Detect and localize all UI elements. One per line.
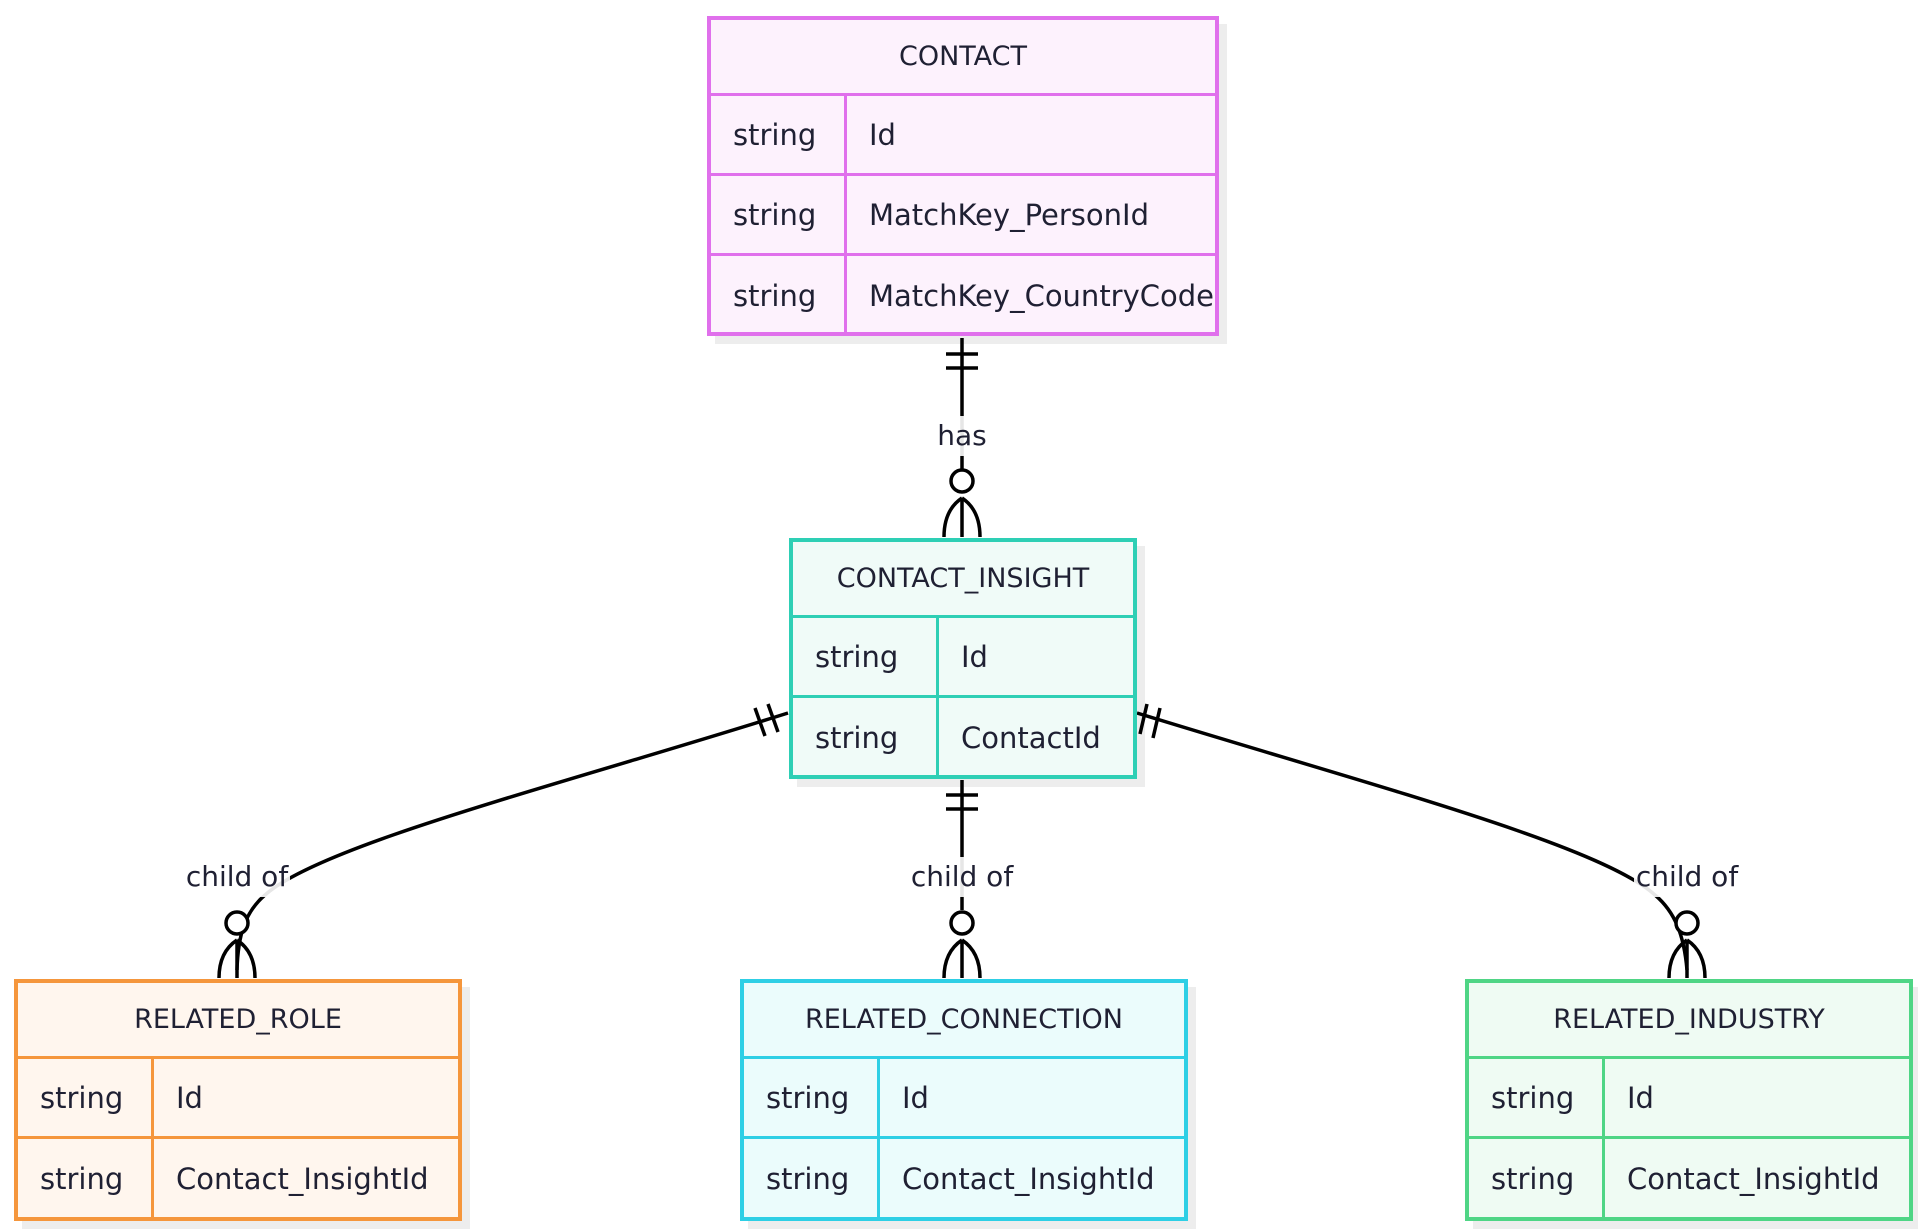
attribute-name: MatchKey_PersonId [869,197,1149,232]
attribute-row: string MatchKey_PersonId [711,176,1215,256]
relationship-child-of-industry: child of [1136,703,1740,979]
attribute-row: string Id [1469,1059,1909,1139]
attribute-name: Id [869,117,896,152]
relationship-line [1136,711,1689,971]
zero-marker-circle [224,910,250,936]
attribute-name: Id [176,1080,203,1115]
zero-marker-circle [1674,910,1700,936]
relationship-label: child of [186,860,290,893]
attribute-type: string [1469,1059,1605,1136]
attribute-name: Contact_InsightId [902,1162,1155,1196]
attribute-type: string [793,618,939,695]
attribute-type: string [18,1139,154,1219]
label-background [909,857,1015,897]
attribute-type: string [793,698,939,778]
attribute-name: Id [961,639,988,674]
attribute-type: string [744,1059,880,1136]
attribute-type: string [1469,1139,1605,1219]
relationship-child-of-role: child of [184,703,789,979]
attribute-row: string ContactId [793,698,1133,778]
attribute-type: string [711,96,847,173]
relationship-has: has [937,338,987,538]
attribute-name: MatchKey_CountryCode [869,279,1215,313]
attribute-row: string Id [711,96,1215,176]
zero-marker-circle [949,910,975,936]
attribute-row: string Id [744,1059,1184,1139]
many-marker-crowsfoot [942,496,982,538]
attribute-name: Contact_InsightId [176,1162,429,1196]
one-marker-bar [1138,703,1149,735]
attribute-row: string Contact_InsightId [744,1139,1184,1219]
relationship-label: child of [911,860,1015,893]
attribute-type: string [744,1139,880,1219]
attribute-name: Id [1627,1080,1654,1115]
relationship-label: child of [1636,860,1740,893]
entity-title: RELATED_CONNECTION [744,983,1184,1059]
attribute-row: string Contact_InsightId [1469,1139,1909,1219]
many-marker-crowsfoot [1667,938,1707,979]
attribute-row: string MatchKey_CountryCode [711,256,1215,336]
label-background [1634,857,1740,897]
label-background [937,416,987,456]
attribute-name: Contact_InsightId [1627,1162,1880,1196]
entity-contact[interactable]: CONTACT string Id string MatchKey_Person… [707,16,1219,336]
one-marker-bar [1151,707,1162,739]
attribute-row: string Id [18,1059,458,1139]
zero-marker-circle [949,468,975,494]
entity-title: CONTACT_INSIGHT [793,542,1133,618]
many-marker-crowsfoot [217,938,257,979]
attribute-name: Id [902,1080,929,1115]
one-marker-bar [753,707,767,737]
attribute-name: ContactId [961,721,1101,755]
entity-contact-insight[interactable]: CONTACT_INSIGHT string Id string Contact… [789,538,1137,779]
attribute-type: string [18,1059,154,1136]
entity-related-connection[interactable]: RELATED_CONNECTION string Id string Cont… [740,979,1188,1221]
attribute-type: string [711,176,847,253]
entity-title: CONTACT [711,20,1215,96]
entity-title: RELATED_INDUSTRY [1469,983,1909,1059]
relationship-label: has [937,419,987,452]
entity-title: RELATED_ROLE [18,983,458,1059]
relationship-line [235,711,789,971]
label-background [184,857,290,897]
relationship-child-of-connection: child of [909,780,1015,979]
attribute-row: string Id [793,618,1133,698]
many-marker-crowsfoot [942,938,982,979]
entity-related-industry[interactable]: RELATED_INDUSTRY string Id string Contac… [1465,979,1913,1221]
one-marker-bar [766,703,780,733]
entity-related-role[interactable]: RELATED_ROLE string Id string Contact_In… [14,979,462,1221]
attribute-row: string Contact_InsightId [18,1139,458,1219]
attribute-type: string [711,256,847,336]
